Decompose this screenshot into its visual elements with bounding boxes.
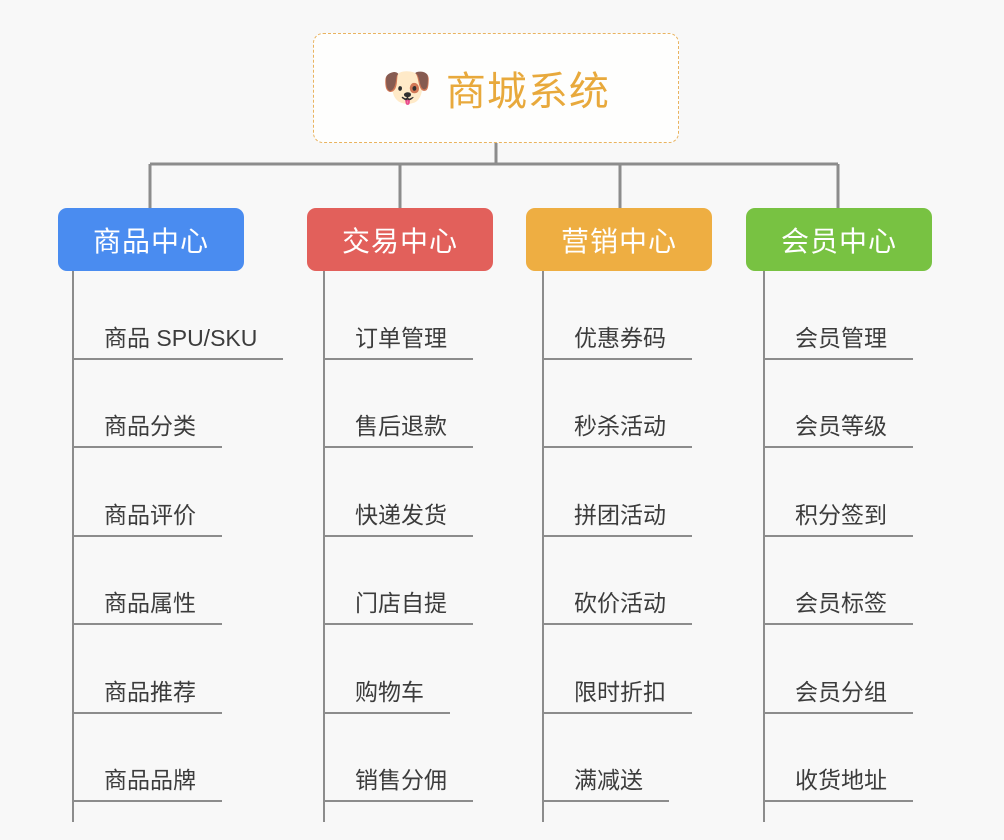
leaf-item[interactable]: 积分签到 (763, 448, 913, 537)
leaf-item[interactable]: 商品评价 (72, 448, 222, 537)
leaf-item-label: 秒杀活动 (542, 413, 692, 448)
leaf-item[interactable]: 优惠券码 (542, 271, 692, 360)
leaf-item[interactable]: 商品 SPU/SKU (72, 271, 284, 360)
leaf-item-label: 会员等级 (763, 413, 913, 448)
leaf-spine-line (323, 271, 325, 822)
leaf-item-label: 购物车 (323, 679, 450, 714)
leaf-item[interactable]: 限时折扣 (542, 625, 692, 714)
category-label: 商品中心 (92, 225, 209, 257)
dog-face-icon: 🐶 (382, 66, 432, 110)
root-node[interactable]: 🐶 商城系统 (313, 33, 679, 143)
leaf-item[interactable]: 门店自提 (323, 537, 473, 625)
category-box-marketing[interactable]: 营销中心 (526, 208, 712, 271)
leaf-item-label: 快递发货 (323, 502, 473, 537)
category-label: 交易中心 (341, 225, 458, 257)
leaf-spine-line (763, 271, 765, 822)
category-box-member[interactable]: 会员中心 (746, 208, 932, 271)
leaf-item-label: 拼团活动 (542, 502, 692, 537)
leaf-item-label: 会员分组 (763, 679, 913, 714)
leaf-item[interactable]: 拼团活动 (542, 448, 692, 537)
leaf-item[interactable]: 砍价活动 (542, 537, 692, 625)
leaf-item-label: 门店自提 (323, 590, 473, 625)
leaf-item-label: 商品 SPU/SKU (72, 325, 284, 360)
leaf-item[interactable]: 商品属性 (72, 537, 222, 625)
leaf-item[interactable]: 商品品牌 (72, 714, 222, 802)
leaf-item[interactable]: 收货地址 (763, 714, 913, 802)
leaf-item[interactable]: 秒杀活动 (542, 360, 692, 448)
leaf-item-label: 商品属性 (72, 590, 222, 625)
category-box-product[interactable]: 商品中心 (58, 208, 244, 271)
leaf-item-label: 商品评价 (72, 502, 222, 537)
leaf-item-label: 商品分类 (72, 413, 222, 448)
category-box-trade[interactable]: 交易中心 (307, 208, 493, 271)
leaf-item[interactable]: 会员分组 (763, 625, 913, 714)
leaf-item[interactable]: 销售分佣 (323, 714, 473, 802)
leaf-item-label: 砍价活动 (542, 590, 692, 625)
leaf-item[interactable]: 会员标签 (763, 537, 913, 625)
leaf-item[interactable]: 商品推荐 (72, 625, 222, 714)
root-title: 商城系统 (445, 70, 610, 114)
leaf-item[interactable]: 售后退款 (323, 360, 473, 448)
leaf-item[interactable]: 会员等级 (763, 360, 913, 448)
leaf-item[interactable]: 快递发货 (323, 448, 473, 537)
leaf-item-label: 收货地址 (763, 767, 913, 802)
leaf-item-label: 订单管理 (323, 325, 473, 360)
leaf-item[interactable]: 商品分类 (72, 360, 222, 448)
leaf-item-label: 限时折扣 (542, 679, 692, 714)
leaf-item-label: 会员标签 (763, 590, 913, 625)
leaf-spine-line (542, 271, 544, 822)
category-label: 营销中心 (560, 225, 677, 257)
leaf-item[interactable]: 订单管理 (323, 271, 473, 360)
leaf-item-label: 商品推荐 (72, 679, 222, 714)
leaf-item-label: 会员管理 (763, 325, 913, 360)
category-label: 会员中心 (780, 225, 897, 257)
leaf-item[interactable]: 购物车 (323, 625, 450, 714)
leaf-item-label: 商品品牌 (72, 767, 222, 802)
leaf-spine-line (72, 271, 74, 822)
leaf-item-label: 售后退款 (323, 413, 473, 448)
leaf-item-label: 销售分佣 (323, 767, 473, 802)
leaf-item-label: 优惠券码 (542, 325, 692, 360)
leaf-item-label: 积分签到 (763, 502, 913, 537)
leaf-item-label: 满减送 (542, 767, 669, 802)
leaf-item[interactable]: 会员管理 (763, 271, 913, 360)
leaf-item[interactable]: 满减送 (542, 714, 669, 802)
